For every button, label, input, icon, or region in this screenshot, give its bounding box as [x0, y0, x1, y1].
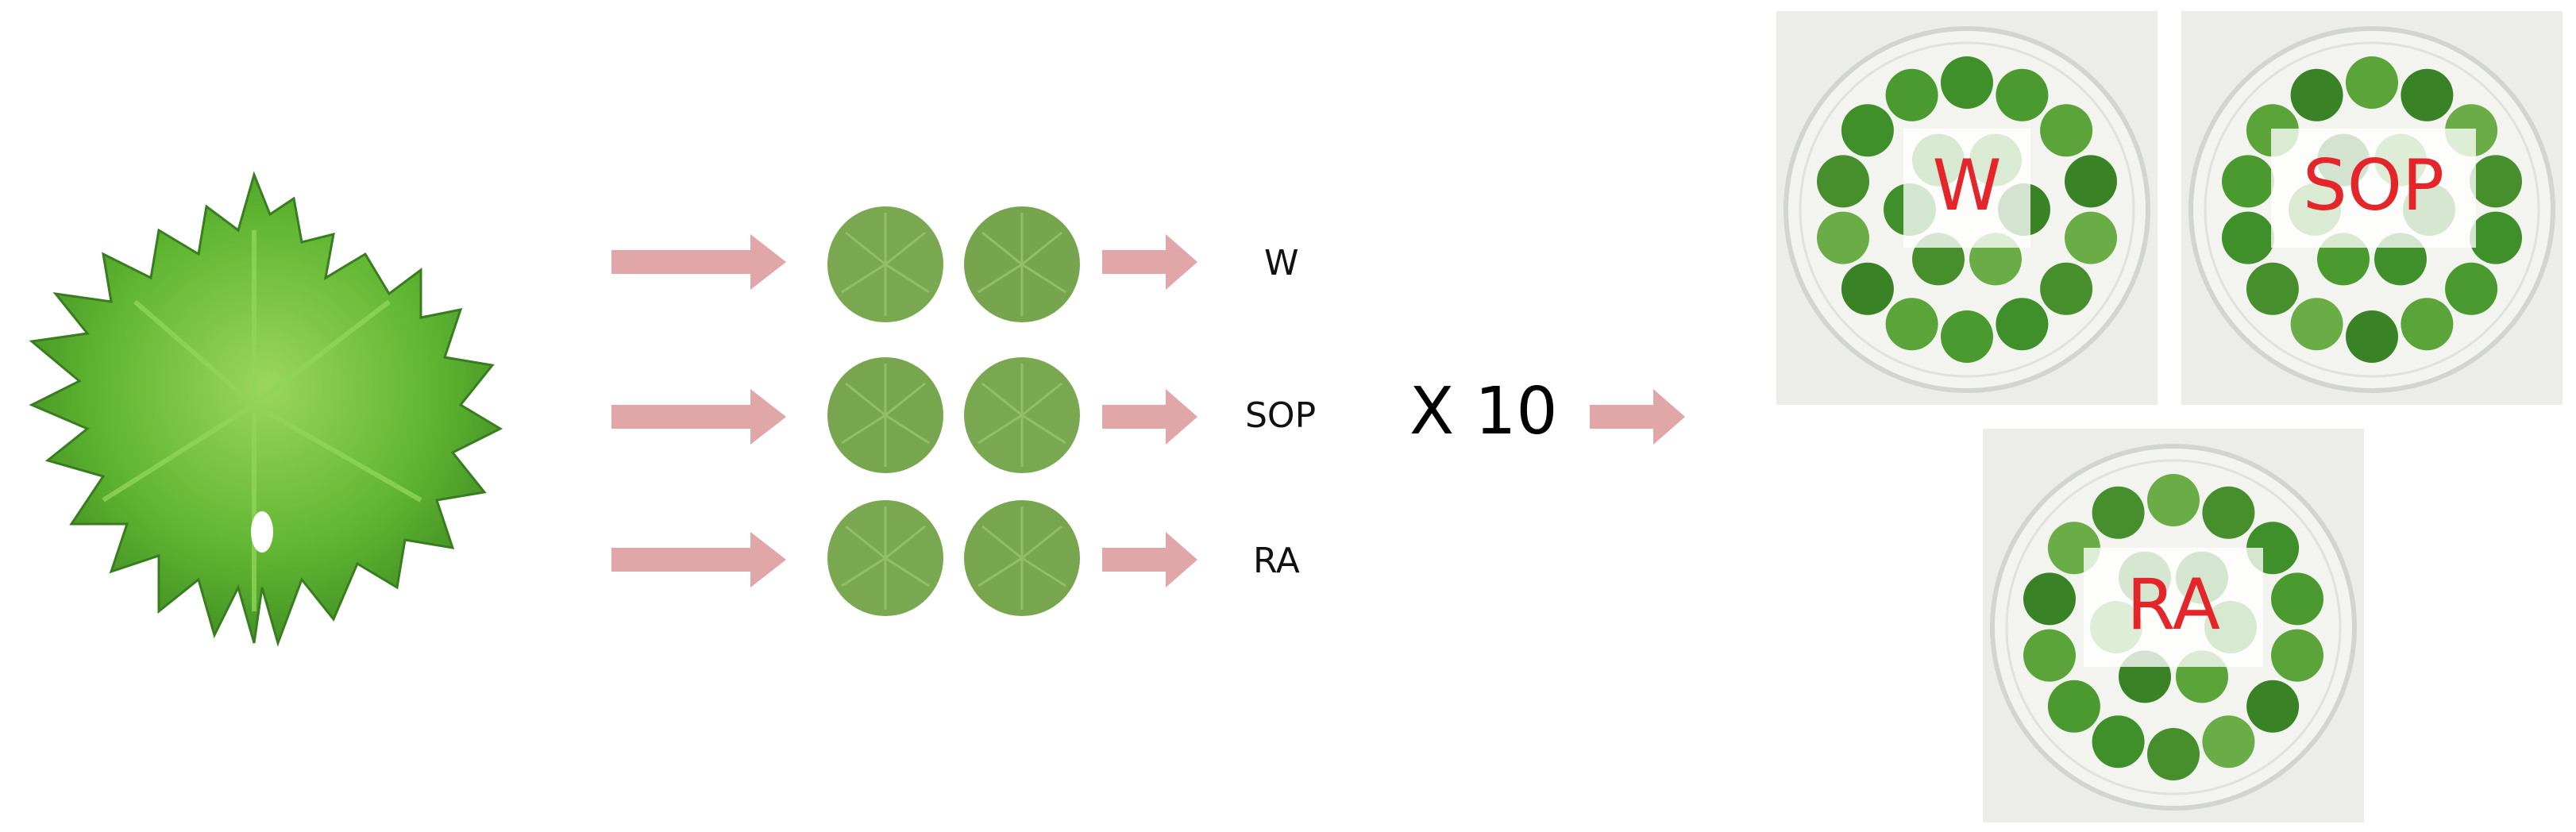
plate-leaf-disc	[2470, 155, 2522, 208]
arrow-right-icon	[1102, 234, 1197, 290]
plate-leaf-disc	[2271, 572, 2323, 626]
arrow-right-icon	[1102, 532, 1197, 587]
petri-dish-inner-rim	[2204, 41, 2540, 378]
arrow-right-icon	[1590, 389, 1685, 445]
leaf-disc-icon	[964, 206, 1080, 322]
leaf-disc-icon	[827, 206, 943, 322]
treatment-label-ra: RA	[1253, 541, 1300, 581]
plate-leaf-disc	[2065, 211, 2117, 264]
arrow-right-icon	[611, 532, 786, 587]
plate-leaf-disc	[1996, 298, 2049, 351]
plate-leaf-disc	[2222, 155, 2274, 208]
plate-leaf-disc	[2147, 474, 2200, 526]
plate-label-w: W	[1903, 129, 2030, 248]
plate-label-ra: RA	[2084, 548, 2263, 667]
plate-leaf-disc	[1885, 298, 1938, 351]
treatment-label-sop: SOP	[1245, 395, 1317, 436]
plate-leaf-disc	[2271, 629, 2323, 682]
plate-leaf-disc	[2040, 104, 2093, 157]
leaf-disc-icon	[964, 500, 1080, 616]
petri-dish-inner-rim	[2005, 459, 2342, 795]
plate-leaf-disc	[2290, 68, 2343, 121]
plate-leaf-disc	[2040, 262, 2093, 315]
arrow-right-icon	[611, 389, 786, 445]
plate-leaf-disc	[2023, 572, 2076, 626]
plate-label-text: W	[1932, 144, 2002, 226]
plate-leaf-disc	[2202, 486, 2255, 539]
plate-leaf-disc	[1941, 310, 1993, 363]
plate-leaf-disc	[2065, 155, 2117, 208]
plate-label-sop: SOP	[2271, 129, 2476, 248]
plate-leaf-disc	[2202, 715, 2255, 768]
leaf-disc-icon	[964, 357, 1080, 473]
plate-leaf-disc	[1841, 104, 1894, 157]
plate-leaf-disc	[1885, 68, 1938, 121]
plate-leaf-disc	[2092, 715, 2145, 768]
plate-leaf-disc	[1996, 68, 2049, 121]
plate-leaf-disc	[1817, 155, 1869, 208]
grape-leaf-icon	[29, 171, 503, 647]
plate-leaf-disc	[2246, 680, 2300, 733]
plate-label-text: SOP	[2302, 144, 2445, 226]
plate-leaf-disc	[1817, 211, 1869, 264]
arrow-right-icon	[1102, 389, 1197, 445]
plate-leaf-disc	[1841, 262, 1894, 315]
plate-leaf-disc	[2346, 310, 2398, 363]
plate-leaf-disc	[2470, 211, 2522, 264]
leaf-disc-icon	[827, 500, 943, 616]
plate-label-text: RA	[2127, 564, 2220, 645]
plate-leaf-disc	[2222, 211, 2274, 264]
plate-leaf-disc	[2023, 629, 2076, 682]
petri-dish-inner-rim	[1799, 41, 2135, 378]
plate-leaf-disc	[2246, 262, 2299, 315]
arrow-right-icon	[611, 234, 786, 290]
replicate-multiplier: X 10	[1409, 374, 1558, 449]
plate-leaf-disc	[2047, 680, 2100, 733]
plate-leaf-disc	[2346, 56, 2398, 109]
plate-leaf-disc	[1941, 56, 1993, 109]
plate-leaf-disc	[2401, 68, 2454, 121]
plate-leaf-disc	[2401, 298, 2454, 351]
plate-leaf-disc	[2092, 486, 2145, 539]
plate-leaf-disc	[2445, 262, 2498, 315]
plate-leaf-disc	[2147, 728, 2200, 780]
treatment-label-w: W	[1264, 243, 1299, 283]
leaf-disc-icon	[827, 357, 943, 473]
plate-leaf-disc	[2290, 298, 2343, 351]
